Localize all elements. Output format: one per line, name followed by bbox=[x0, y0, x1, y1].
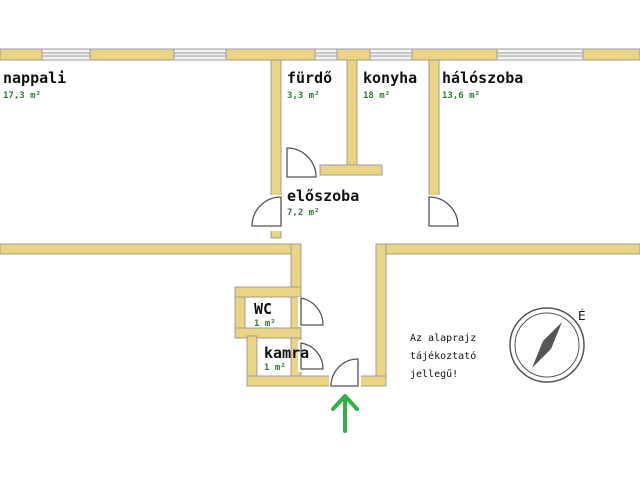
note-line: tájékoztató bbox=[410, 350, 476, 362]
door bbox=[298, 340, 324, 372]
room-area-wc: 1 m² bbox=[254, 319, 276, 329]
room-name-nappali: nappali bbox=[3, 69, 66, 87]
door bbox=[298, 297, 324, 327]
wall-kitchen-bottom bbox=[319, 164, 383, 176]
room-area-haloszoba: 13,6 m² bbox=[442, 91, 480, 101]
wall-wc-top bbox=[234, 286, 302, 298]
window bbox=[496, 48, 584, 61]
room-labels: nappali 17,3 m² fürdő 3,3 m² konyha 18 m… bbox=[3, 69, 523, 373]
note-line: jellegű! bbox=[410, 368, 458, 380]
wall-bathroom-left bbox=[270, 59, 282, 239]
wall-bathroom-kitchen bbox=[346, 59, 358, 168]
door bbox=[428, 195, 459, 231]
window bbox=[41, 48, 91, 61]
compass-needle bbox=[543, 322, 562, 349]
room-area-nappali: 17,3 m² bbox=[3, 91, 41, 101]
compass-north-label: É bbox=[578, 308, 586, 323]
room-area-konyha: 18 m² bbox=[363, 91, 390, 101]
walls bbox=[0, 48, 640, 387]
door bbox=[329, 358, 361, 390]
wall-bedroom-bottom bbox=[375, 243, 640, 255]
room-area-eloszoba: 7,2 m² bbox=[287, 208, 320, 218]
note-line: Az alaprajz bbox=[410, 333, 476, 344]
wall-living-bottom bbox=[0, 243, 301, 255]
room-name-kamra: kamra bbox=[264, 344, 309, 362]
window bbox=[369, 48, 413, 61]
wall-kitchen-bedroom bbox=[428, 59, 440, 200]
door bbox=[251, 195, 282, 231]
wall-corridor-right bbox=[375, 243, 387, 387]
room-name-haloszoba: hálószoba bbox=[442, 69, 523, 87]
wall-bottom bbox=[246, 375, 387, 387]
room-name-wc: WC bbox=[254, 300, 272, 318]
window bbox=[314, 48, 338, 61]
door bbox=[282, 147, 318, 178]
windows bbox=[41, 48, 584, 61]
room-area-furdo: 3,3 m² bbox=[287, 91, 320, 101]
window bbox=[173, 48, 227, 61]
disclaimer-note: Az alaprajz tájékoztató jellegű! bbox=[410, 333, 476, 380]
room-area-kamra: 1 m² bbox=[264, 363, 286, 373]
doors bbox=[251, 147, 459, 390]
arrow-up-icon bbox=[331, 394, 359, 433]
room-name-furdo: fürdő bbox=[287, 69, 332, 87]
compass-icon: É bbox=[509, 307, 586, 383]
room-name-konyha: konyha bbox=[363, 69, 417, 87]
room-name-eloszoba: előszoba bbox=[287, 187, 359, 205]
wall-wc-kamra bbox=[234, 327, 302, 339]
